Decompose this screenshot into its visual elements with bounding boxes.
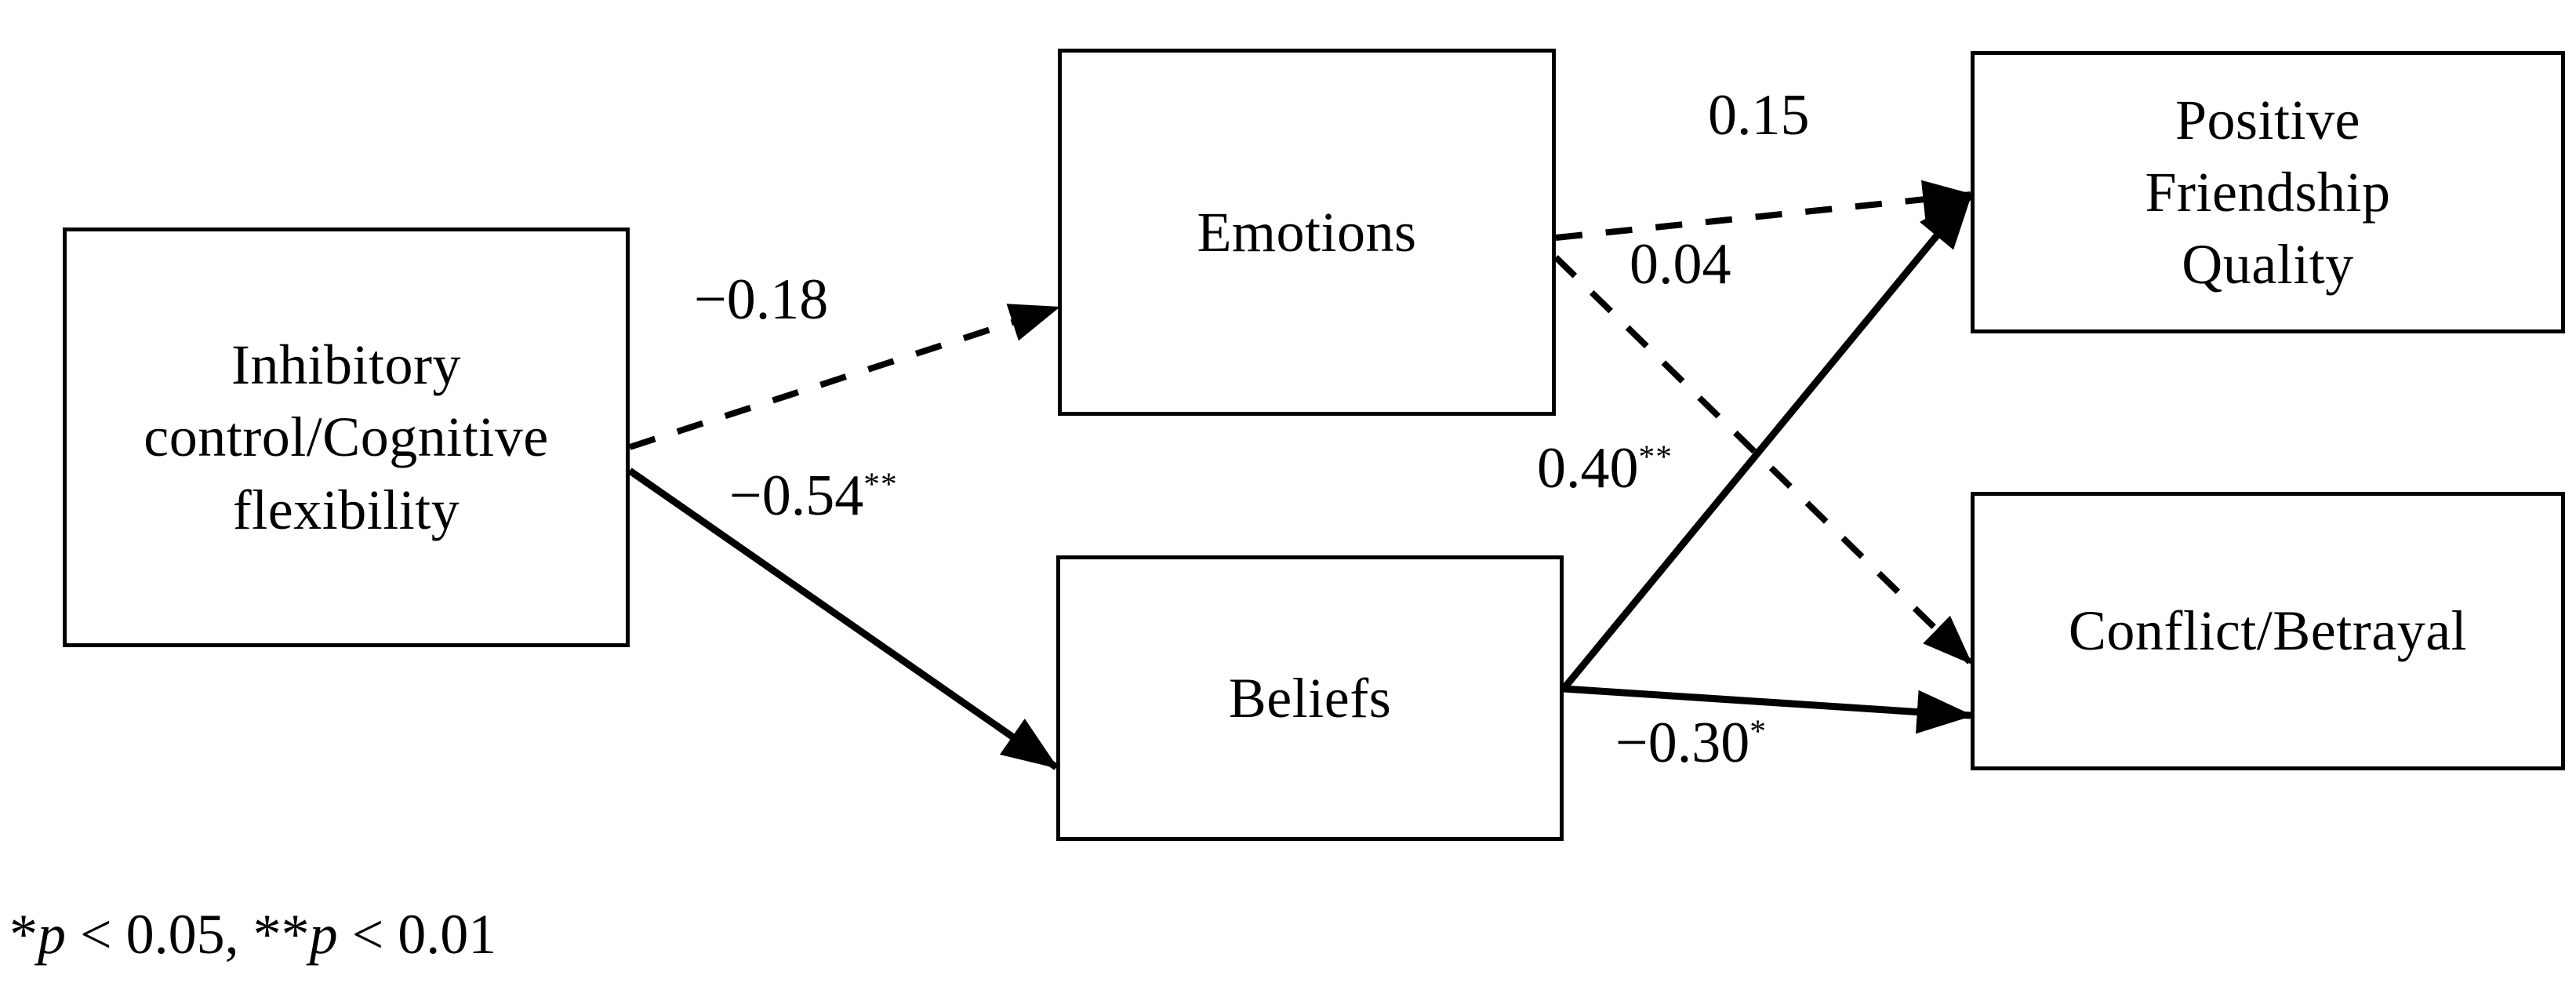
coefficient-value: −0.30 bbox=[1615, 711, 1750, 775]
edge-ef-to-beliefs bbox=[627, 468, 1059, 770]
node-label-conflict-betrayal: Conflict/Betrayal bbox=[2068, 599, 2468, 663]
edge-label-beliefs-to-conflict: −0.30* bbox=[1615, 714, 1767, 772]
footnote-text-2: < 0.01 bbox=[337, 903, 497, 966]
node-positive-friendship-quality: Positive Friendship Quality bbox=[1971, 51, 2565, 333]
footnote-p-italic-1: p bbox=[38, 903, 66, 966]
coefficient-value: −0.18 bbox=[694, 268, 829, 332]
edge-emotions-to-pfq bbox=[1555, 180, 1974, 241]
edge-label-ef-to-emotions: −0.18 bbox=[694, 271, 828, 329]
node-label-positive-friendship-quality: Positive Friendship Quality bbox=[2145, 88, 2391, 297]
edge-label-beliefs-to-pfq: 0.40** bbox=[1537, 439, 1673, 497]
node-emotions: Emotions bbox=[1058, 49, 1556, 416]
significance-marker: ** bbox=[863, 465, 898, 502]
edge-label-emotions-to-conflict: 0.04 bbox=[1630, 235, 1731, 293]
edge-beliefs-to-conflict bbox=[1563, 685, 1974, 734]
node-executive-function: Inhibitory control/Cognitive flexibility bbox=[63, 227, 630, 647]
edge-ef-to-emotions bbox=[628, 304, 1061, 450]
edge-beliefs-to-pfq bbox=[1560, 192, 1974, 691]
node-label-executive-function: Inhibitory control/Cognitive flexibility bbox=[144, 333, 549, 541]
node-conflict-betrayal: Conflict/Betrayal bbox=[1971, 492, 2565, 770]
edge-label-ef-to-beliefs: −0.54** bbox=[729, 467, 898, 525]
footnote-p-italic-2: p bbox=[309, 903, 338, 966]
significance-footnote: *p < 0.05, **p < 0.01 bbox=[9, 906, 496, 963]
node-label-emotions: Emotions bbox=[1197, 200, 1417, 264]
coefficient-value: −0.54 bbox=[729, 464, 864, 528]
coefficient-value: 0.40 bbox=[1537, 436, 1639, 500]
edge-label-emotions-to-pfq: 0.15 bbox=[1708, 86, 1810, 144]
coefficient-value: 0.15 bbox=[1708, 83, 1810, 147]
node-beliefs: Beliefs bbox=[1056, 555, 1564, 841]
significance-marker: * bbox=[1749, 712, 1767, 749]
significance-marker: ** bbox=[1638, 438, 1673, 475]
coefficient-value: 0.04 bbox=[1630, 232, 1731, 297]
footnote-star-single: * bbox=[9, 903, 38, 966]
footnote-text-1: < 0.05, bbox=[66, 903, 253, 966]
node-label-beliefs: Beliefs bbox=[1228, 666, 1392, 730]
footnote-star-double: ** bbox=[253, 903, 310, 966]
